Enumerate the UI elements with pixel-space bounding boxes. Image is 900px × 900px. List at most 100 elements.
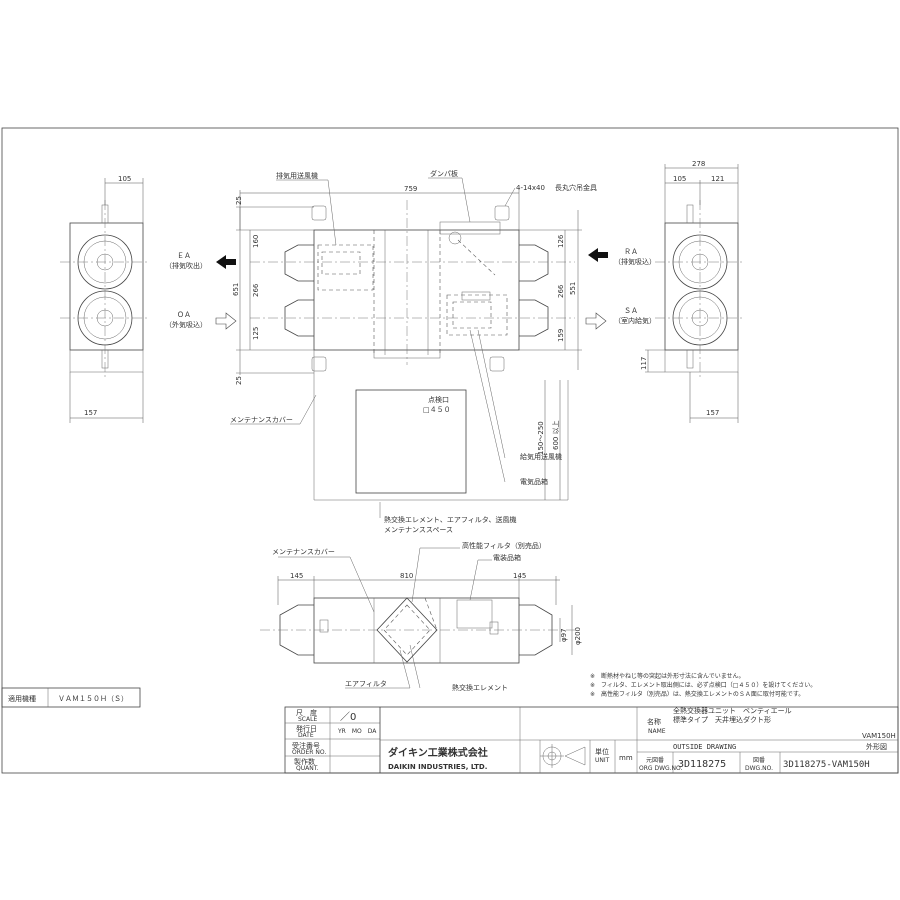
applicable-model: 適用機種 ＶＡＭ１５０Ｈ（Ｓ） [1,687,141,708]
label-supply-fan: 給気用送風機 [520,452,562,461]
orig-dwg-sub: ORG DWG.NO. [639,765,683,772]
heat-element-diamond [376,597,438,663]
label-maintenance-space-2: メンテナンススペース [384,526,453,534]
right-end-view: 278 105 121 117 157 [640,160,745,423]
svg-text:ＯＡ: ＯＡ [177,311,191,319]
scale-label: 尺 度 [296,708,317,717]
scale-value: ／0 [340,711,356,723]
dim-759: 759 [404,185,417,193]
right-dim-117: 117 [640,357,648,370]
dim-266-right: 266 [557,284,565,298]
label-electrical-box: 電気品箱 [520,477,548,486]
oa-arrow-icon [215,312,237,330]
side-label-maintenance-cover: メンテナンスカバー [272,548,335,556]
note-1: ※ 断熱材やねじ等の突起は外形寸法に含んでいません。 [590,672,745,680]
ra-port-label: ＲＡ （排気吸込） [588,248,656,266]
note-2: ※ フィルタ、エレメント取出側には、必ず点検口（□４５０）を設けてください。 [590,681,816,689]
name-line-2: 標準タイプ 天井埋込ダクト形 [673,715,771,724]
right-dim-278: 278 [692,160,705,168]
applicable-model-value: ＶＡＭ１５０Ｈ（Ｓ） [58,695,128,703]
left-dim-157: 157 [84,409,97,417]
svg-text:ＳＡ: ＳＡ [624,307,638,315]
order-sub: ORDER NO. [292,749,326,756]
left-end-view: 105 157 [60,175,150,423]
dim-150-250: 150～250 [537,421,545,455]
name-line-1: 全熱交換器ユニット ベンティエール [673,706,792,715]
ea-port-label: ＥＡ （排気吹出） [165,252,236,270]
date-value: YR MO DA [337,728,377,735]
scale-sub: SCALE [298,716,317,723]
qty-sub: QUANT. [296,765,319,772]
dim-125: 125 [252,327,260,340]
projection-symbol-icon [540,744,586,768]
label-damper: ダンパ板 [430,169,458,178]
side-dim-145-right: 145 [513,572,526,580]
dim-266-left: 266 [252,283,260,297]
label-exhaust-fan: 排気用送風機 [276,171,318,180]
svg-text:（室内給気）: （室内給気） [614,316,656,325]
side-electrical-box [456,599,493,629]
date-sub: DATE [298,732,314,739]
date-label: 発行日 [296,724,317,733]
dwg-sub: DWG.NO. [745,765,773,772]
label-inspection-port: 点検口 [428,395,449,404]
label-maintenance-space-1: 熱交換エレメント、エアフィルタ、送風機 [384,515,517,524]
dwg-label: 図番 [753,757,765,764]
dim-160: 160 [252,235,260,248]
side-label-heat-element: 熱交換エレメント [452,683,508,692]
unit-sub: UNIT [595,757,610,764]
sa-arrow-icon [585,312,607,330]
label-inspection-size: □４５０ [423,406,451,414]
unit-value: mm [619,754,633,762]
dim-126: 126 [557,234,565,248]
order-label: 受注番号 [292,741,320,750]
side-dim-97: φ97 [560,628,568,642]
name-label: 名称 [647,717,661,726]
dim-551: 551 [569,282,577,295]
side-view: 145 810 145 φ97 φ200 メンテナンスカバー 高性能フィルタ（別… [260,541,582,692]
company-en: DAIKIN INDUSTRIES, LTD. [388,763,487,771]
right-dim-105: 105 [673,175,686,183]
sheet-border [1,127,899,774]
dim-651: 651 [232,283,240,296]
inspection-port-outline [355,389,467,494]
note-3: ※ 高性能フィルタ（別売品）は、熱交換エレメントのＳＡ面に取付可能です。 [590,690,804,698]
top-view: 759 25 160 651 266 125 25 126 266 551 15… [230,169,597,534]
right-dim-121: 121 [711,175,724,183]
svg-text:（外気吸込）: （外気吸込） [165,320,207,329]
drawing-type-jp: 外形図 [866,742,887,751]
unit-label: 単位 [595,747,609,756]
side-dim-145-left: 145 [290,572,303,580]
label-hanger-size: 4-14x40 [516,184,545,192]
svg-text:（排気吹出）: （排気吹出） [165,261,207,270]
dim-25-top: 25 [235,196,243,205]
side-label-electrical-box: 電装品箱 [493,553,521,562]
ra-arrow-icon [588,248,608,262]
ea-arrow-icon [216,255,236,269]
model-name: VAM150H [862,732,896,740]
side-label-air-filter: エアフィルタ [345,679,387,688]
label-maintenance-cover: メンテナンスカバー [230,416,293,424]
title-block: 尺 度 SCALE ／0 発行日 DATE YR MO DA 受注番号 ORDE… [284,706,899,774]
right-dim-157: 157 [706,409,719,417]
dim-600: 600 以上 [551,420,560,450]
dwg-value: 3D118275-VAM150H [783,760,870,770]
orig-dwg-label: 元図番 [646,757,664,764]
qty-label: 製作数 [294,757,315,766]
side-label-hepa-filter: 高性能フィルタ（別売品） [462,541,546,550]
orig-dwg-value: 3D118275 [678,759,726,770]
label-hanger-fitting: 長丸穴吊金具 [555,183,597,192]
side-dim-200: φ200 [574,627,582,645]
svg-text:ＲＡ: ＲＡ [624,248,638,256]
name-sub: NAME [648,728,666,735]
oa-port-label: ＯＡ （外気吸込） [165,311,237,330]
sa-port-label: ＳＡ （室内給気） [585,307,656,330]
drawing-type-en: OUTSIDE DRAWING [673,743,736,751]
side-dim-810: 810 [400,572,413,580]
left-dim-105: 105 [118,175,131,183]
dim-159: 159 [557,329,565,342]
svg-text:ＥＡ: ＥＡ [177,252,191,260]
company-jp: ダイキン工業株式会社 [388,746,488,759]
applicable-model-label: 適用機種 [8,694,36,703]
svg-text:（排気吸込）: （排気吸込） [614,257,656,266]
